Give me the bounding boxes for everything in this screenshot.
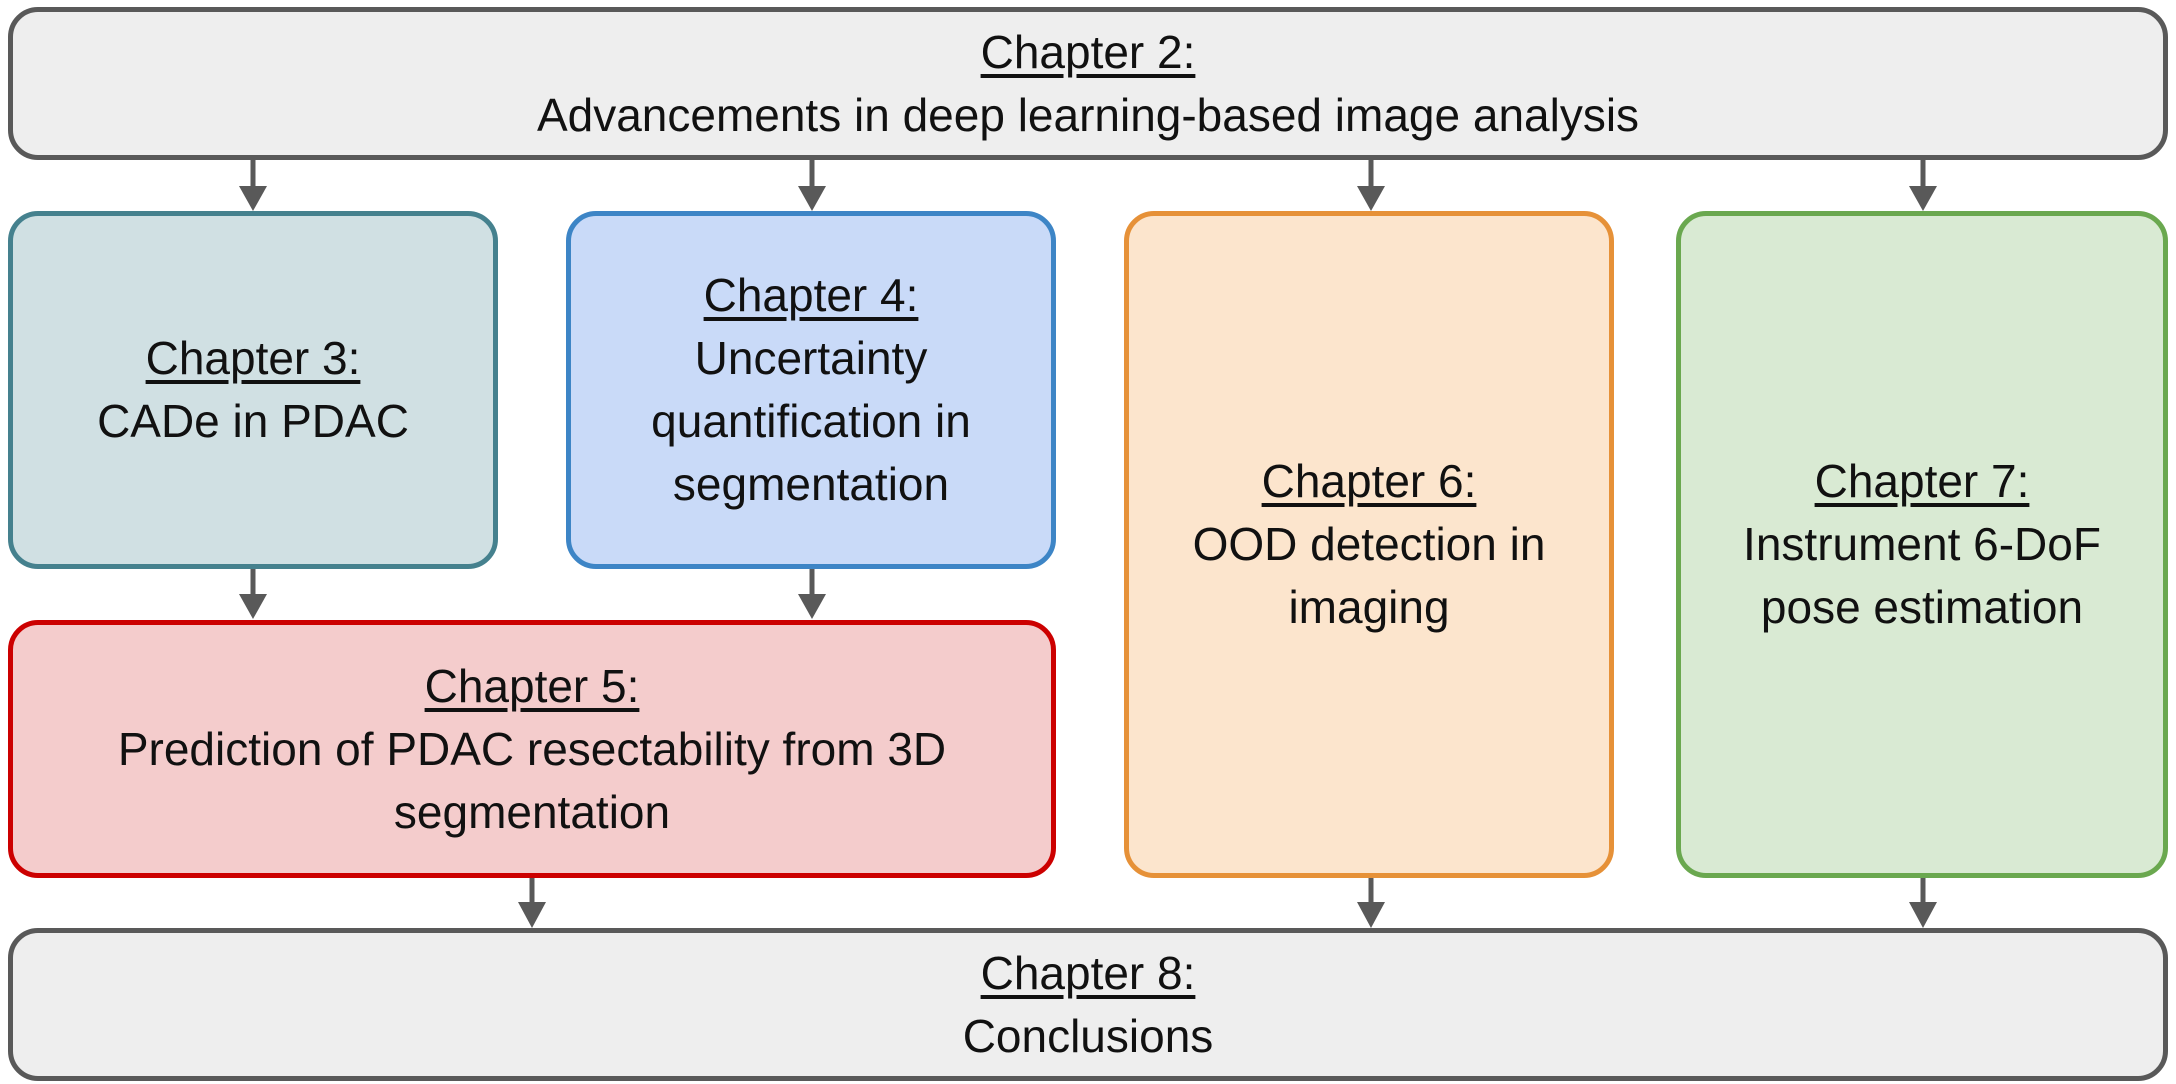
chapter-3-box: Chapter 3: CADe in PDAC bbox=[8, 211, 498, 569]
chapter-7-box: Chapter 7: Instrument 6-DoF pose estimat… bbox=[1676, 211, 2168, 878]
chapter-8-title: Chapter 8: bbox=[980, 946, 1196, 999]
arrow-ch3-to-ch5 bbox=[239, 569, 267, 619]
chapter-2-title: Chapter 2: bbox=[980, 25, 1196, 78]
arrow-ch2-to-ch7 bbox=[1909, 160, 1937, 211]
chapter-5-title: Chapter 5: bbox=[424, 659, 640, 712]
arrow-ch2-to-ch3 bbox=[239, 160, 267, 211]
chapter-7-title: Chapter 7: bbox=[1814, 455, 2030, 507]
chapter-4-text: Uncertainty quantification in segmentati… bbox=[651, 332, 971, 510]
chapter-3-text: CADe in PDAC bbox=[97, 395, 409, 447]
chapter-7-text: Instrument 6-DoF pose estimation bbox=[1743, 518, 2101, 633]
chapter-6-title: Chapter 6: bbox=[1261, 455, 1477, 507]
arrow-ch4-to-ch5 bbox=[798, 569, 826, 619]
arrow-ch6-to-ch8 bbox=[1357, 878, 1385, 928]
arrow-ch7-to-ch8 bbox=[1909, 878, 1937, 928]
chapter-3-title: Chapter 3: bbox=[145, 332, 361, 384]
chapter-4-box: Chapter 4: Uncertainty quantification in… bbox=[566, 211, 1056, 569]
arrow-ch2-to-ch4 bbox=[798, 160, 826, 211]
chapter-5-box: Chapter 5: Prediction of PDAC resectabil… bbox=[8, 620, 1056, 878]
chapter-5-text: Prediction of PDAC resectability from 3D… bbox=[117, 722, 947, 838]
chapter-2-box: Chapter 2: Advancements in deep learning… bbox=[8, 7, 2168, 160]
chapter-2-text: Advancements in deep learning-based imag… bbox=[536, 88, 1640, 141]
chapter-8-text: Conclusions bbox=[962, 1009, 1214, 1062]
chapter-8-box: Chapter 8: Conclusions bbox=[8, 928, 2168, 1081]
chapter-4-title: Chapter 4: bbox=[703, 269, 919, 321]
chapter-6-text: OOD detection in imaging bbox=[1192, 518, 1546, 633]
arrow-ch5-to-ch8 bbox=[518, 878, 546, 928]
chapter-6-box: Chapter 6: OOD detection in imaging bbox=[1124, 211, 1614, 878]
arrow-ch2-to-ch6 bbox=[1357, 160, 1385, 211]
